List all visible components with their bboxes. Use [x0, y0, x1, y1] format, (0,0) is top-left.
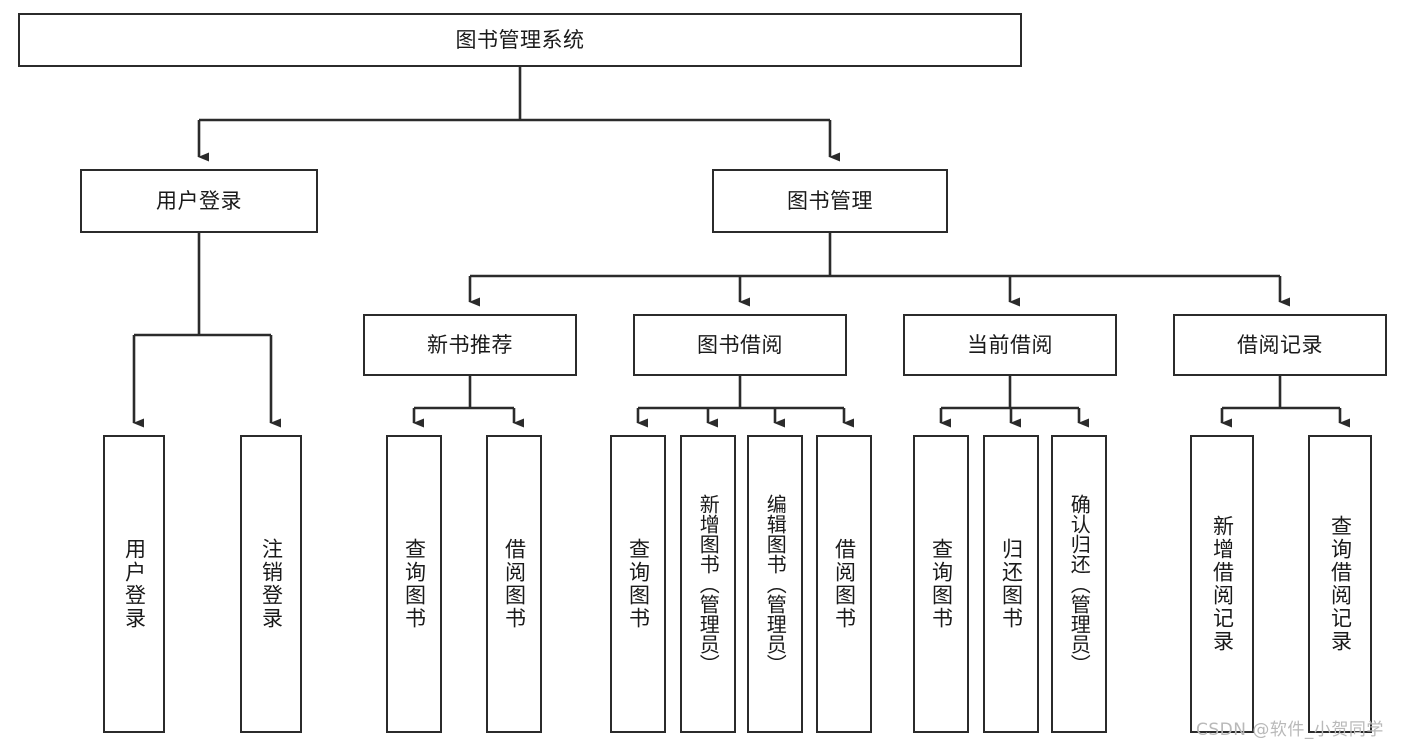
- node-current-borrow-label: 当前借阅: [967, 332, 1053, 357]
- node-new-book-rec[interactable]: 新书推荐: [363, 314, 577, 376]
- node-current-borrow[interactable]: 当前借阅: [903, 314, 1117, 376]
- node-leaf-query-book-current-label: 查询图书: [929, 538, 954, 630]
- node-leaf-user-login[interactable]: 用户登录: [103, 435, 165, 733]
- node-leaf-borrow-book-rec[interactable]: 借阅图书: [486, 435, 542, 733]
- node-leaf-add-book[interactable]: 新增图书（管理员）: [680, 435, 736, 733]
- node-leaf-return-book-label: 归还图书: [999, 538, 1024, 630]
- watermark-text: CSDN @软件_小贺同学: [1196, 720, 1384, 740]
- node-root[interactable]: 图书管理系统: [18, 13, 1022, 67]
- node-leaf-confirm-return[interactable]: 确认归还（管理员）: [1051, 435, 1107, 733]
- node-leaf-add-book-label: 新增图书（管理员）: [696, 494, 721, 674]
- node-leaf-confirm-return-label: 确认归还（管理员）: [1067, 494, 1092, 674]
- node-leaf-edit-book-label: 编辑图书（管理员）: [763, 494, 788, 674]
- node-borrow-record-label: 借阅记录: [1237, 332, 1323, 357]
- node-book-borrow-label: 图书借阅: [697, 332, 783, 357]
- node-leaf-add-record[interactable]: 新增借阅记录: [1190, 435, 1254, 733]
- node-leaf-query-book-rec-label: 查询图书: [402, 538, 427, 630]
- node-book-borrow[interactable]: 图书借阅: [633, 314, 847, 376]
- node-user-login[interactable]: 用户登录: [80, 169, 318, 233]
- node-leaf-query-book-borrow-label: 查询图书: [626, 538, 651, 630]
- node-leaf-query-record[interactable]: 查询借阅记录: [1308, 435, 1372, 733]
- node-new-book-rec-label: 新书推荐: [427, 332, 513, 357]
- node-leaf-query-book-current[interactable]: 查询图书: [913, 435, 969, 733]
- node-borrow-record[interactable]: 借阅记录: [1173, 314, 1387, 376]
- node-leaf-query-record-label: 查询借阅记录: [1328, 515, 1353, 653]
- node-leaf-add-record-label: 新增借阅记录: [1210, 515, 1235, 653]
- node-leaf-borrow-book-label: 借阅图书: [832, 538, 857, 630]
- node-leaf-user-logout[interactable]: 注销登录: [240, 435, 302, 733]
- node-leaf-query-book-rec[interactable]: 查询图书: [386, 435, 442, 733]
- node-leaf-user-logout-label: 注销登录: [259, 538, 284, 630]
- node-book-manage[interactable]: 图书管理: [712, 169, 948, 233]
- node-leaf-borrow-book-rec-label: 借阅图书: [502, 538, 527, 630]
- node-leaf-edit-book[interactable]: 编辑图书（管理员）: [747, 435, 803, 733]
- node-leaf-borrow-book[interactable]: 借阅图书: [816, 435, 872, 733]
- node-root-label: 图书管理系统: [455, 27, 585, 52]
- node-book-manage-label: 图书管理: [787, 188, 873, 213]
- node-leaf-query-book-borrow[interactable]: 查询图书: [610, 435, 666, 733]
- node-leaf-return-book[interactable]: 归还图书: [983, 435, 1039, 733]
- node-user-login-label: 用户登录: [156, 188, 242, 213]
- node-leaf-user-login-label: 用户登录: [122, 538, 147, 630]
